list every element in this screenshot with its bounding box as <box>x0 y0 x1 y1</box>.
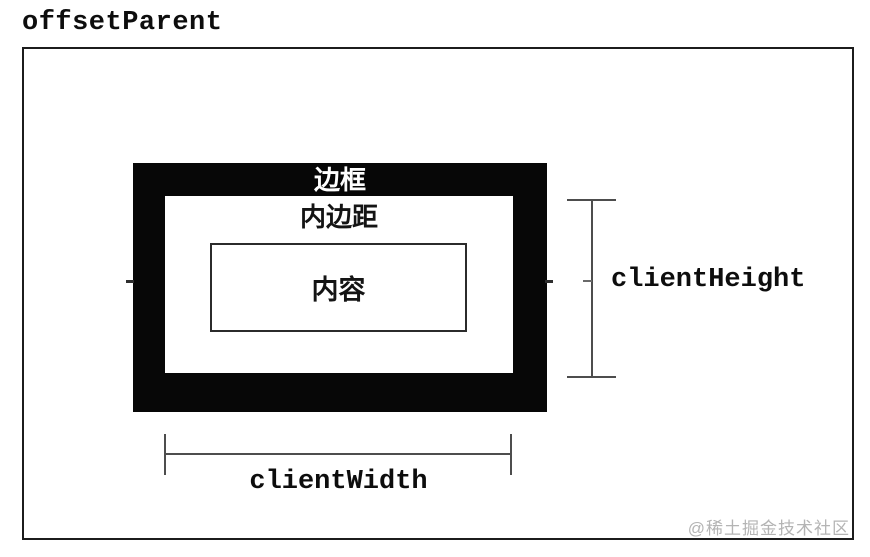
client-height-top-cap <box>567 199 616 201</box>
border-label: 边框 <box>313 165 366 195</box>
page-title: offsetParent <box>22 8 223 38</box>
client-height-label: clientHeight <box>611 265 806 295</box>
content-label: 内容 <box>311 275 366 305</box>
border-box-right-mid-tick <box>545 280 553 283</box>
border-box: 边框 内边距 内容 <box>133 163 547 412</box>
client-width-dimension-line <box>165 453 512 455</box>
watermark-text: @稀土掘金技术社区 <box>687 519 850 538</box>
client-height-dimension-line <box>591 200 593 377</box>
padding-label: 内边距 <box>299 202 378 232</box>
content-box: 内容 <box>210 243 467 332</box>
border-box-left-mid-tick <box>126 280 134 283</box>
padding-box: 内边距 内容 <box>165 196 513 373</box>
offset-parent-frame: 边框 内边距 内容 <box>22 47 854 540</box>
client-height-bottom-cap <box>567 376 616 378</box>
client-width-label: clientWidth <box>249 467 428 497</box>
client-width-right-cap <box>510 434 512 475</box>
client-height-mid-tick <box>583 280 592 282</box>
client-width-left-cap <box>164 434 166 475</box>
